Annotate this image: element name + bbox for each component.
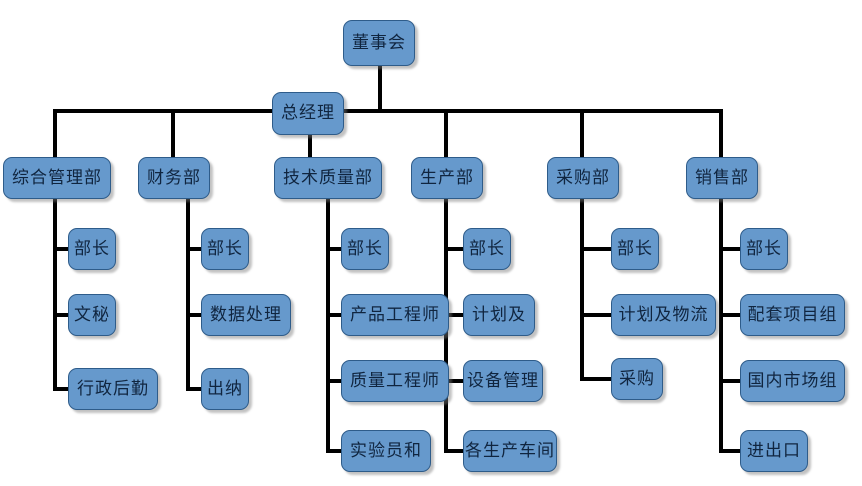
connector-main-bus bbox=[53, 109, 723, 113]
connector-arm-4-1 bbox=[444, 247, 464, 251]
node-role-finance-3[interactable]: 出纳 bbox=[201, 368, 249, 410]
node-role-comprehensive-management-2[interactable]: 文秘 bbox=[68, 294, 116, 336]
node-role-comprehensive-management-3[interactable]: 行政后勤 bbox=[68, 368, 158, 410]
node-role-production-1[interactable]: 部长 bbox=[463, 228, 511, 270]
node-role-technical-quality-4[interactable]: 实验员和 bbox=[341, 430, 431, 472]
connector-arm-5-1 bbox=[580, 247, 612, 251]
node-role-production-2[interactable]: 计划及 bbox=[463, 294, 535, 336]
node-role-procurement-2[interactable]: 计划及物流 bbox=[611, 294, 716, 336]
connector-arm-3-1 bbox=[326, 247, 342, 251]
connector-spine-2 bbox=[186, 195, 190, 391]
node-department-sales[interactable]: 销售部 bbox=[686, 157, 758, 199]
connector-spine-5 bbox=[580, 195, 584, 381]
node-board[interactable]: 董事会 bbox=[343, 20, 415, 66]
connector-arm-6-1 bbox=[719, 247, 741, 251]
node-role-technical-quality-2[interactable]: 产品工程师 bbox=[341, 294, 449, 336]
node-department-comprehensive-management[interactable]: 综合管理部 bbox=[3, 157, 111, 199]
connector-arm-2-3 bbox=[186, 387, 202, 391]
node-role-finance-1[interactable]: 部长 bbox=[201, 228, 249, 270]
connector-arm-4-2 bbox=[444, 313, 464, 317]
connector-arm-2-1 bbox=[186, 247, 202, 251]
connector-arm-4-3 bbox=[444, 379, 464, 383]
connector-arm-1-3 bbox=[53, 387, 69, 391]
connector-bus-drop-6 bbox=[719, 109, 723, 161]
connector-arm-5-2 bbox=[580, 313, 612, 317]
node-department-procurement[interactable]: 采购部 bbox=[547, 157, 619, 199]
node-role-sales-2[interactable]: 配套项目组 bbox=[740, 294, 845, 336]
connector-arm-5-3 bbox=[580, 377, 612, 381]
connector-arm-6-2 bbox=[719, 313, 741, 317]
connector-spine-3 bbox=[326, 195, 330, 453]
connector-bus-drop-5 bbox=[580, 109, 584, 161]
connector-arm-3-2 bbox=[326, 313, 342, 317]
node-role-procurement-1[interactable]: 部长 bbox=[611, 228, 659, 270]
node-role-technical-quality-1[interactable]: 部长 bbox=[341, 228, 389, 270]
connector-bus-drop-2 bbox=[171, 109, 175, 161]
connector-arm-3-4 bbox=[326, 449, 342, 453]
connector-bus-drop-3 bbox=[308, 109, 312, 161]
node-department-technical-quality[interactable]: 技术质量部 bbox=[274, 157, 382, 199]
connector-spine-6 bbox=[719, 195, 723, 453]
node-role-finance-2[interactable]: 数据处理 bbox=[201, 294, 291, 336]
node-role-production-4[interactable]: 各生产车间 bbox=[463, 430, 557, 472]
connector-arm-1-2 bbox=[53, 313, 69, 317]
node-role-production-3[interactable]: 设备管理 bbox=[463, 360, 543, 402]
connector-arm-2-2 bbox=[186, 313, 202, 317]
connector-arm-4-4 bbox=[444, 449, 464, 453]
connector-spine-1 bbox=[53, 195, 57, 391]
node-role-procurement-3[interactable]: 采购 bbox=[611, 358, 663, 400]
connector-bus-drop-1 bbox=[53, 109, 57, 161]
node-role-sales-4[interactable]: 进出口 bbox=[740, 430, 808, 472]
node-role-comprehensive-management-1[interactable]: 部长 bbox=[68, 228, 116, 270]
node-role-sales-1[interactable]: 部长 bbox=[740, 228, 788, 270]
connector-arm-3-3 bbox=[326, 379, 342, 383]
connector-board-to-bus bbox=[378, 66, 382, 112]
connector-arm-6-4 bbox=[719, 449, 741, 453]
node-general-manager[interactable]: 总经理 bbox=[272, 92, 344, 135]
node-role-technical-quality-3[interactable]: 质量工程师 bbox=[341, 360, 449, 402]
connector-bus-drop-4 bbox=[444, 109, 448, 161]
connector-arm-6-3 bbox=[719, 379, 741, 383]
connector-arm-1-1 bbox=[53, 247, 69, 251]
node-department-production[interactable]: 生产部 bbox=[411, 157, 483, 199]
node-department-finance[interactable]: 财务部 bbox=[138, 157, 210, 199]
node-role-sales-3[interactable]: 国内市场组 bbox=[740, 360, 845, 402]
